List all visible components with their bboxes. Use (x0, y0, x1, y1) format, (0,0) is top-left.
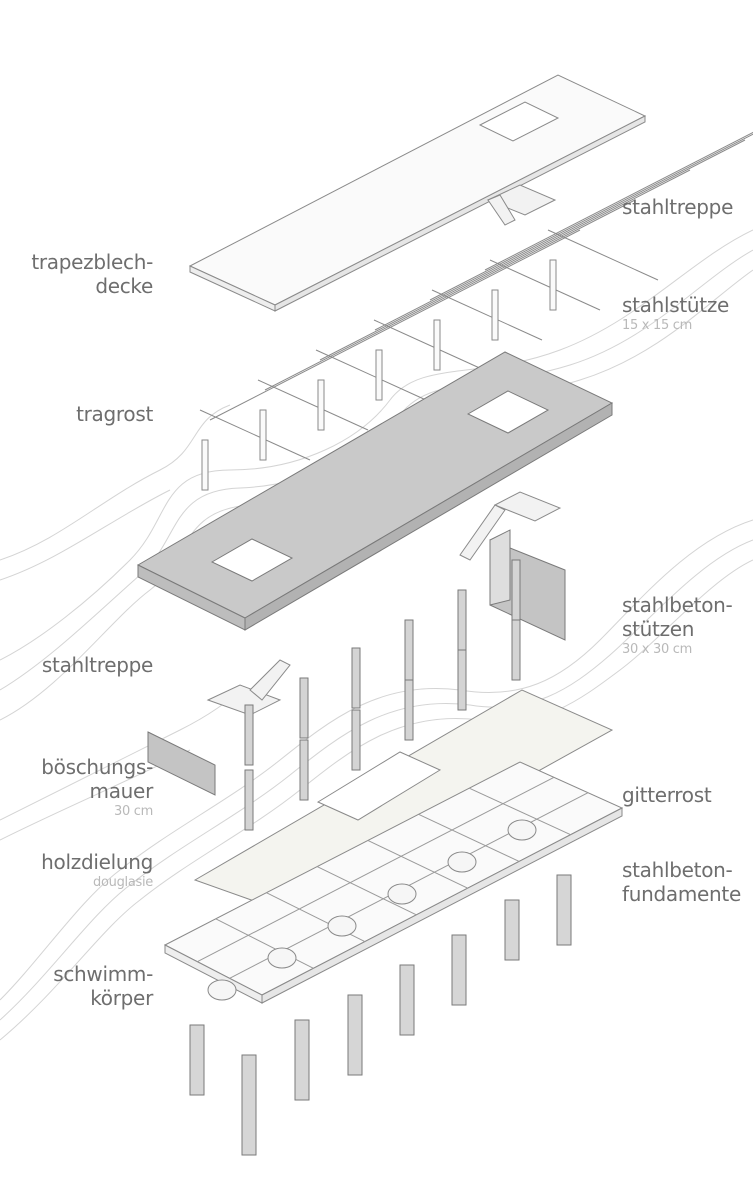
stahlbeton-stuetze (511, 559, 521, 621)
stahlbeton-stuetze (351, 647, 361, 709)
stahlbeton-stuetze (404, 679, 414, 741)
stahlstuetze (317, 379, 325, 431)
trapezblech-decke-slab (188, 74, 647, 312)
label-line: holzdielung (41, 850, 153, 874)
tragrost-grid (199, 131, 753, 491)
label-stahlbetonstuetzen: stahlbeton- stützen 30 x 30 cm (622, 593, 733, 659)
schwimmkoerper (207, 979, 237, 1001)
label-line: decke (95, 274, 153, 298)
label-line: stahlbeton- (622, 858, 733, 882)
label-line: stahltreppe (41, 653, 153, 677)
stahlbeton-stuetze (511, 619, 521, 681)
stahlbeton-fundament (189, 1024, 205, 1096)
boeschungsmauer-walls (147, 529, 566, 796)
label-line: schwimm- (53, 962, 153, 986)
tragrost-beam (373, 319, 485, 371)
label-stahlstuetze: stahlstütze 15 x 15 cm (622, 293, 729, 335)
stahlstuetze (259, 409, 267, 461)
stahlbeton-fundament (347, 994, 363, 1076)
stahlbeton-stuetze (299, 677, 309, 739)
schwimmkoerper (387, 883, 417, 905)
tragrost-beam (199, 409, 311, 461)
label-schwimmkoerper: schwimm- körper (53, 962, 153, 1010)
stahlbeton-stuetzen-columns (244, 559, 521, 831)
gitterrost-line (197, 776, 555, 963)
stahlbeton-fundament (504, 899, 520, 961)
label-sub: 30 cm (114, 804, 153, 819)
label-tragrost: tragrost (76, 402, 153, 426)
stahlbeton-fundament (399, 964, 415, 1036)
label-holzdielung: holzdielung douglasie (41, 850, 153, 892)
label-line: böschungs- (41, 755, 153, 779)
tragrost-beam (431, 289, 543, 341)
label-stahlbetonfundamente: stahlbeton- fundamente (622, 858, 741, 906)
stahlbeton-stuetze (457, 589, 467, 651)
label-line: tragrost (76, 402, 153, 426)
schwimmkoerper (267, 947, 297, 969)
label-line: stützen (622, 617, 695, 641)
label-sub: 30 x 30 cm (622, 642, 692, 657)
label-line: stahlbeton- (622, 593, 733, 617)
label-line: körper (90, 986, 153, 1010)
schwimmkoerper (447, 851, 477, 873)
label-line: gitterrost (622, 783, 712, 807)
tragrost-beam (315, 349, 427, 401)
label-trapezblechdecke: trapezblech- decke (31, 250, 153, 298)
tragrost-beam (489, 259, 601, 311)
gitterrost-line (418, 813, 520, 862)
stahlstuetze (375, 349, 383, 401)
tragrost-beam (257, 379, 369, 431)
stahlbeton-stuetze (351, 709, 361, 771)
stahlstuetze (491, 289, 499, 341)
label-line: stahlstütze (622, 293, 730, 317)
tragrost-beam (429, 133, 753, 301)
stahlbeton-fundament (241, 1054, 257, 1156)
stahlbeton-stuetze (404, 619, 414, 681)
gitterrost-line (367, 839, 468, 889)
gitterrost-frame (163, 761, 624, 1004)
label-sub: douglasie (93, 875, 153, 890)
label-line: mauer (89, 779, 154, 803)
label-line: stahltreppe (622, 195, 734, 219)
stahlbeton-slab (136, 351, 614, 631)
schwimmkoerper (327, 915, 357, 937)
label-stahltreppe-right: stahltreppe (622, 195, 733, 219)
gitterrost-line (316, 866, 417, 916)
tragrost-beam (264, 199, 636, 391)
fundamente-columns (189, 874, 572, 1156)
label-gitterrost: gitterrost (622, 783, 712, 807)
gitterrost-line (469, 787, 571, 836)
stahlbeton-stuetze (457, 649, 467, 711)
stahlstuetze (201, 439, 209, 491)
stahlstuetze (549, 259, 557, 311)
stahlbeton-fundament (294, 1019, 310, 1101)
stahlbeton-stuetze (244, 704, 254, 766)
stahlbeton-stuetze (299, 739, 309, 801)
tragrost-beam (547, 229, 659, 281)
stahlbeton-fundament (556, 874, 572, 946)
schwimmkoerper (507, 819, 537, 841)
tragrost-beam (209, 229, 581, 421)
label-boeschungsmauer: böschungs- mauer 30 cm (41, 755, 153, 821)
stahlbeton-stuetze (244, 769, 254, 831)
label-sub: 15 x 15 cm (622, 318, 692, 333)
stahlbeton-fundament (451, 934, 467, 1006)
gitterrost-line (215, 918, 314, 969)
tragrost-beam (319, 169, 691, 361)
stahltreppe-upper (486, 184, 557, 226)
tragrost-beam (484, 131, 753, 271)
label-line: fundamente (622, 882, 741, 906)
stahlstuetze (433, 319, 441, 371)
label-stahltreppe-left: stahltreppe (42, 653, 153, 677)
stahltreppe-mid (206, 491, 562, 716)
label-line: trapezblech- (31, 250, 153, 274)
